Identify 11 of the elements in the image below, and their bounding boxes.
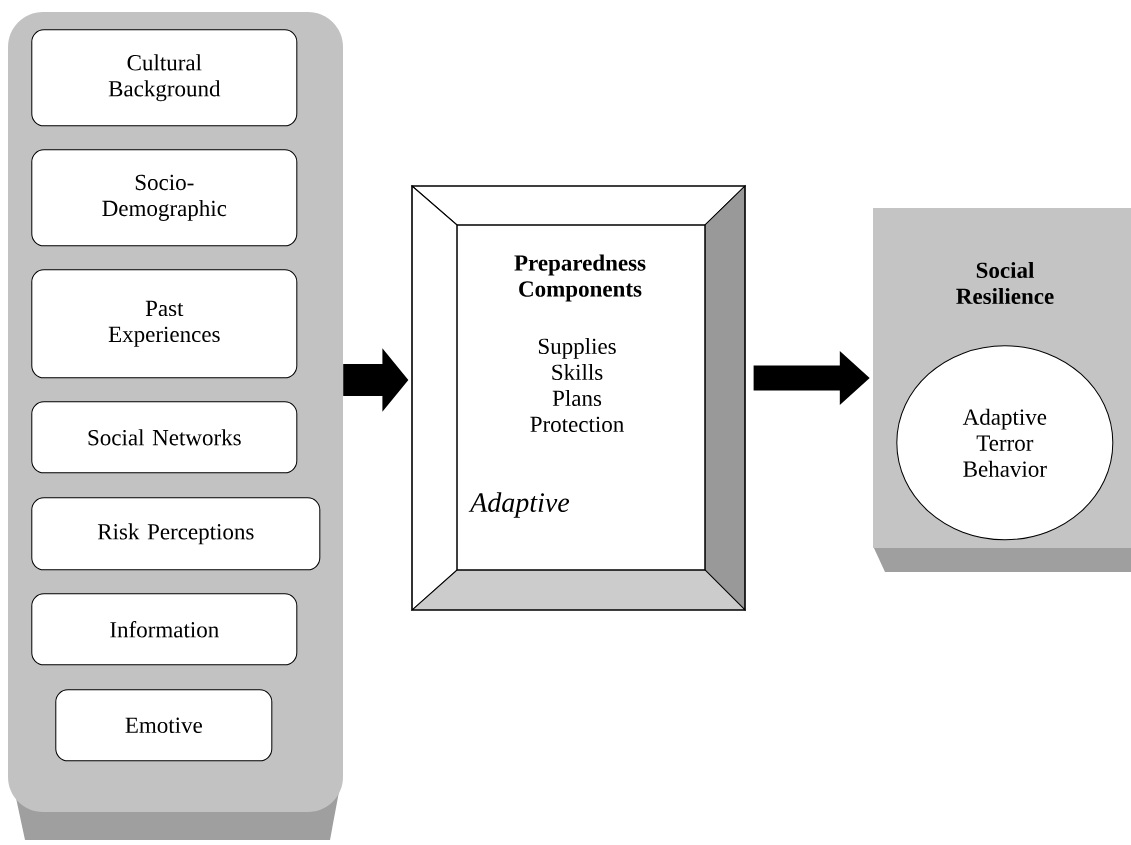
- rounded-box: Cultural Background: [31, 29, 298, 127]
- rounded-box: Socio- Demographic: [31, 149, 298, 247]
- rounded-box: Emotive: [55, 689, 273, 762]
- italic-text: Adaptive: [468, 492, 570, 518]
- rounded-box: Information: [31, 593, 298, 666]
- rounded-box: Past Experiences: [31, 269, 298, 379]
- item-list: Supplies Skills Plans Protection: [530, 337, 624, 433]
- heading: Preparedness Components: [514, 254, 646, 302]
- heading: Social Resilience: [956, 261, 1054, 305]
- rounded-box: Risk Perceptions: [31, 497, 321, 571]
- rounded-box: Social Networks: [31, 401, 298, 474]
